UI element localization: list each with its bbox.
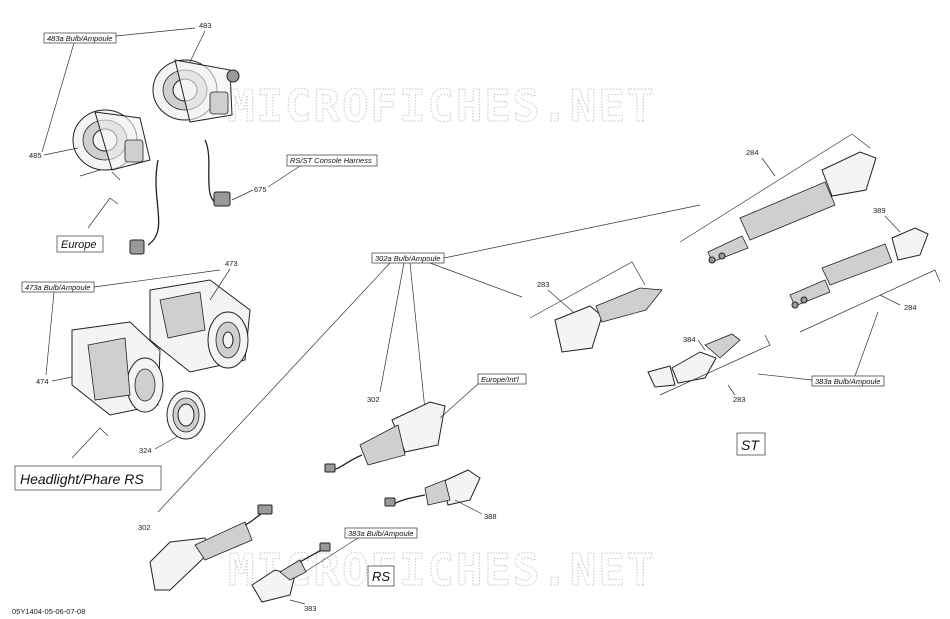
part-302-upper: 302	[367, 395, 380, 404]
bracket-283-upper	[529, 261, 646, 319]
part-485: 485	[29, 151, 42, 160]
signal-284-upper	[707, 151, 877, 264]
europe-wire-a	[147, 159, 160, 246]
bracket-284-lower	[799, 269, 941, 333]
signal-383	[251, 542, 331, 603]
callout-302a: 302a Bulb/Ampoule	[375, 254, 440, 263]
callout-europe-intl-box	[477, 373, 527, 385]
signal-302-upper	[324, 401, 446, 473]
callout-383a-st-box	[811, 375, 885, 387]
rs-headlight-front	[71, 321, 164, 416]
callout-383a-rs-box	[344, 527, 418, 539]
europe-headlight-left	[72, 109, 151, 181]
label-europe: Europe	[61, 239, 96, 251]
callout-473a: 473a Bulb/Ampoule	[25, 283, 90, 292]
part-302-lower: 302	[138, 523, 151, 532]
callout-383a-rs: 383a Bulb/Ampoule	[348, 529, 413, 538]
headlight-label-box	[14, 465, 162, 491]
rs-headlight-rear	[149, 279, 251, 373]
label-rs: RS	[372, 569, 390, 584]
part-283-lower: 283	[733, 395, 746, 404]
label-st: ST	[741, 437, 760, 453]
callout-483a: 483a Bulb/Ampoule	[47, 34, 112, 43]
europe-headlight-right	[152, 59, 240, 123]
europe-connector-a	[129, 239, 145, 255]
part-483: 483	[199, 21, 212, 30]
signal-388	[384, 469, 481, 507]
callout-483a-box	[43, 32, 117, 44]
part-284-lower: 284	[904, 303, 917, 312]
rs-headlight-seal	[166, 390, 206, 440]
watermark-top: MICROFICHES.NET	[228, 81, 655, 132]
signal-283-upper	[554, 287, 663, 353]
part-284-upper: 284	[746, 148, 759, 157]
document-code: 05Y1404-05-06-07-08	[12, 607, 85, 616]
part-389: 389	[873, 206, 886, 215]
rs-label-box	[367, 565, 395, 587]
part-383: 383	[304, 604, 317, 613]
callout-harness-box	[286, 154, 378, 167]
part-473: 473	[225, 259, 238, 268]
bracket-284-upper	[679, 133, 871, 243]
signal-389	[789, 227, 929, 309]
bracket-283-lower	[659, 334, 771, 396]
signal-302-lower	[149, 504, 273, 591]
europe-connector-b	[213, 191, 231, 207]
europe-label-box	[56, 235, 104, 253]
callout-383a-st: 383a Bulb/Ampoule	[815, 377, 880, 386]
part-474: 474	[36, 377, 49, 386]
part-388: 388	[484, 512, 497, 521]
part-324: 324	[139, 446, 152, 455]
signal-384	[647, 333, 741, 388]
label-headlight: Headlight/Phare RS	[20, 471, 144, 487]
part-675: 675	[254, 185, 267, 194]
part-384: 384	[683, 335, 696, 344]
part-283-upper: 283	[537, 280, 550, 289]
st-label-box	[736, 432, 766, 456]
callout-rs-st-harness: RS/ST Console Harness	[290, 156, 372, 165]
callout-europe-intl: Europe/Int'l	[481, 375, 519, 384]
